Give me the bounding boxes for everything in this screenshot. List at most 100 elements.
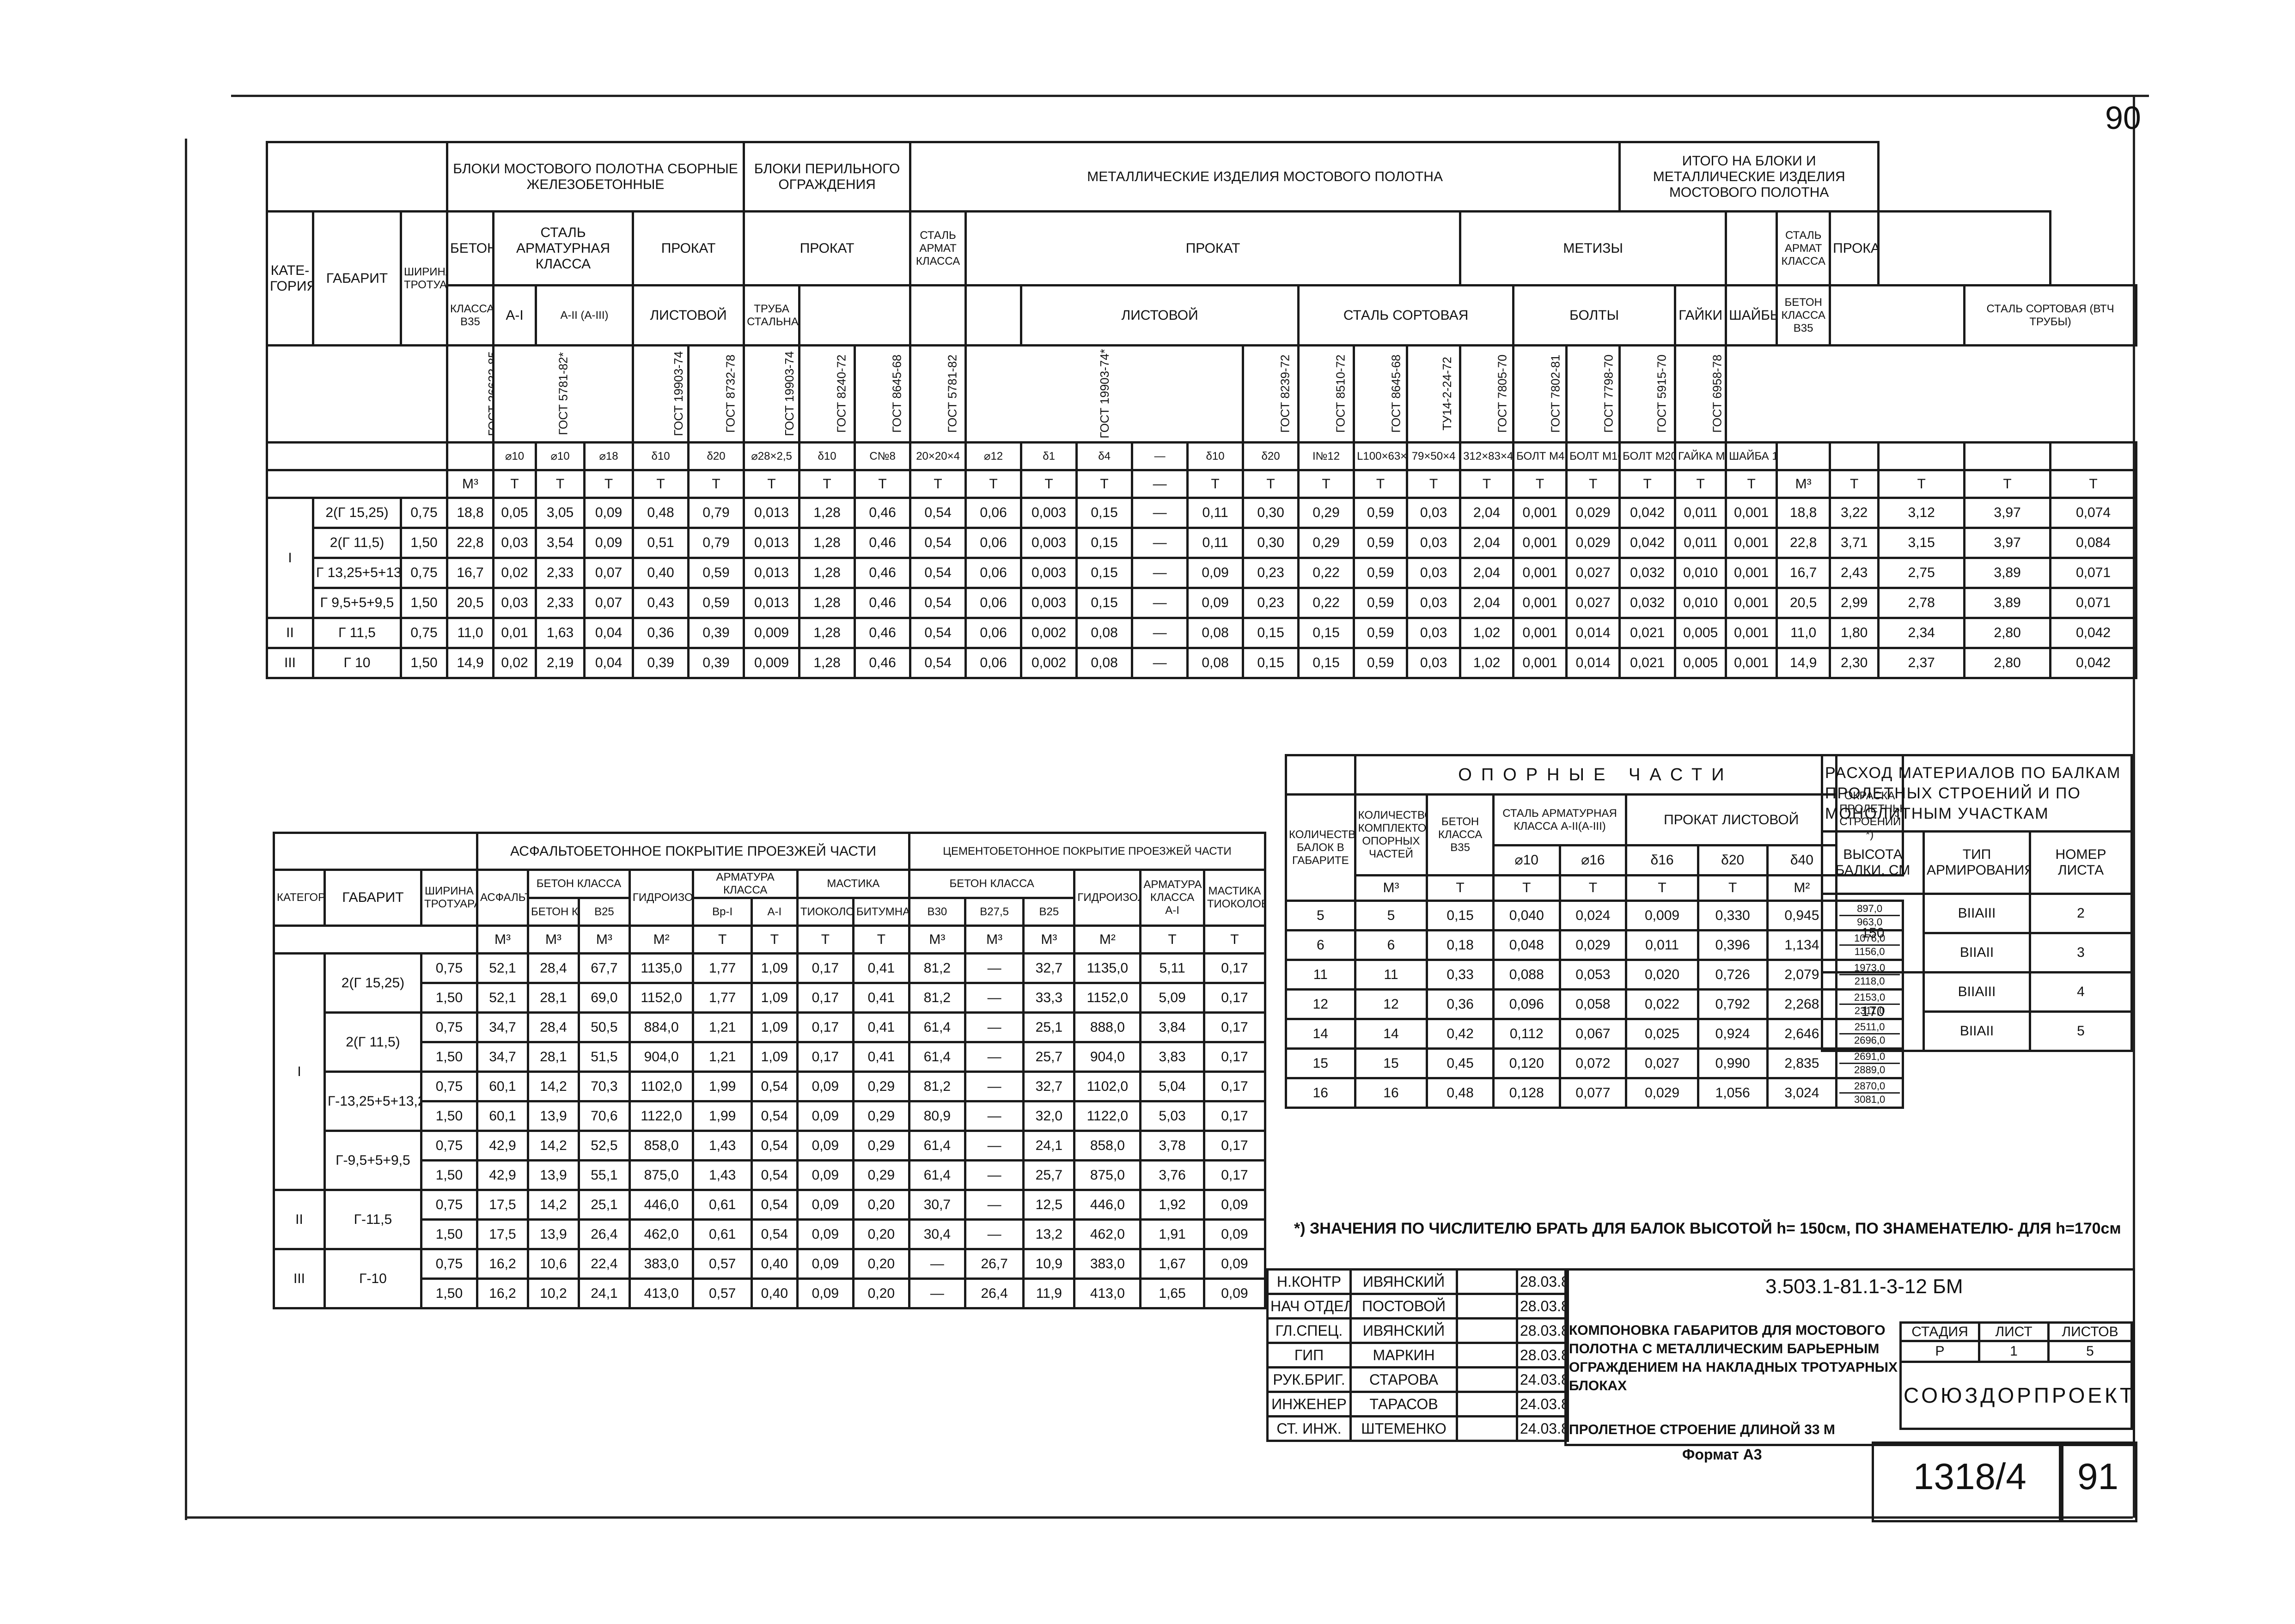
beams-cell: 5 — [1285, 900, 1356, 931]
signer-name: ПОСТОВОЙ — [1349, 1293, 1458, 1320]
value-cell: — — [964, 1100, 1025, 1132]
value-cell: 5,04 — [1139, 1071, 1205, 1102]
value-cell: 10,2 — [526, 1277, 580, 1309]
value-cell: 2,33 — [535, 587, 586, 619]
beams-cell: 16 — [1285, 1077, 1356, 1109]
signature — [1456, 1342, 1518, 1369]
signer-date: 24.03.88 — [1516, 1366, 1569, 1393]
width-cell: 0,75 — [420, 1071, 478, 1102]
value-cell: 17,5 — [476, 1218, 529, 1250]
value-cell: 0,06 — [964, 527, 1023, 559]
gabarit-cell: 2(Г 15,25) — [323, 952, 422, 1014]
value-cell: 14,9 — [1776, 647, 1831, 679]
value-cell: 0,072 — [1558, 1047, 1628, 1079]
value-cell: 0,05 — [492, 497, 537, 529]
size-cell: ⌀10 — [492, 441, 537, 471]
value-cell: 0,03 — [1406, 527, 1462, 559]
unit-cell: Т — [1558, 874, 1628, 902]
value-cell: 413,0 — [628, 1277, 695, 1309]
hdr-concrete-2: БЕТОН КЛАССА — [908, 869, 1076, 899]
size-cell: I№12 — [1297, 441, 1355, 471]
value-cell: 0,071 — [2049, 557, 2137, 589]
signer-name: ТАРАСОВ — [1349, 1391, 1458, 1417]
value-cell: 0,013 — [743, 587, 801, 619]
value-cell: 81,2 — [908, 952, 966, 984]
stamp-subtitle: ПРОЛЕТНОЕ СТРОЕНИЕ ДЛИНОЙ 33 М — [1569, 1422, 1835, 1437]
unit-cell: Т — [1829, 469, 1880, 499]
unit-cell: М³ — [1022, 925, 1076, 955]
value-cell: 0,001 — [1725, 557, 1778, 589]
value-cell: 0,29 — [852, 1130, 910, 1162]
value-cell: 0,011 — [1674, 527, 1727, 559]
inv-number: 1318/4 — [1913, 1456, 2026, 1497]
hdr-sub: ТИОКОЛОВАЯ — [796, 897, 855, 927]
value-cell: 0,54 — [750, 1071, 799, 1102]
sheet-cell: 3 — [2028, 932, 2133, 973]
value-cell: 0,59 — [1353, 647, 1409, 679]
value-cell: 904,0 — [628, 1041, 695, 1073]
value-cell: 0,54 — [750, 1189, 799, 1221]
hdr-total: ИТОГО НА БЛОКИ И МЕТАЛЛИЧЕСКИЕ ИЗДЕЛИЯ М… — [1618, 141, 1880, 213]
hdr-rebar: АРМАТУРА КЛАССА — [692, 869, 799, 899]
unit-blank — [273, 925, 478, 955]
size-cell: ⌀10 — [535, 441, 586, 471]
gabarit-cell: Г-10 — [323, 1248, 422, 1309]
value-cell: 0,17 — [796, 952, 855, 984]
value-cell: 1,77 — [692, 952, 753, 984]
value-cell: 904,0 — [1073, 1041, 1142, 1073]
value-cell: 0,001 — [1512, 497, 1568, 529]
value-cell: 0,09 — [796, 1071, 855, 1102]
value-cell: 0,17 — [1202, 1041, 1267, 1073]
value-cell: 0,03 — [1406, 587, 1462, 619]
hdr-sub: В25 — [1022, 897, 1076, 927]
value-cell: 60,1 — [476, 1071, 529, 1102]
gost-cell: ГОСТ 6958-78 — [1674, 344, 1727, 444]
hdr-rebar-2: АРМАТУРА КЛАССА А-I — [1139, 869, 1205, 927]
unit-cell: Т — [750, 925, 799, 955]
value-cell: 14,2 — [526, 1130, 580, 1162]
gost-text: ГОСТ 6958-78 — [1710, 354, 1724, 433]
hdr-asphalt-vol: АСФАЛЬТОБЕТОН — [476, 869, 529, 927]
value-cell: 0,08 — [1186, 617, 1245, 649]
value-cell: 0,30 — [1242, 497, 1300, 529]
value-cell: 13,2 — [1022, 1218, 1076, 1250]
value-cell: 0,17 — [796, 1041, 855, 1073]
gost-text: ТУ14-2-24-72 — [1440, 356, 1454, 431]
value-cell: 2,34 — [1877, 617, 1966, 649]
value-cell: 0,02 — [492, 647, 537, 679]
value-cell: 13,9 — [526, 1159, 580, 1191]
unit-cell: Т — [1242, 469, 1300, 499]
value-cell: 0,058 — [1558, 988, 1628, 1020]
value-cell: 50,5 — [577, 1011, 631, 1043]
unit-cell: М³ — [577, 925, 631, 955]
value-cell: 0,46 — [854, 497, 912, 529]
unit-cell: Т — [1618, 469, 1677, 499]
sheet-cell: 2 — [2028, 893, 2133, 934]
value-cell: 1,99 — [692, 1071, 753, 1102]
value-cell: 462,0 — [628, 1218, 695, 1250]
unit-cell: Т — [692, 925, 753, 955]
value-cell: — — [1131, 587, 1189, 619]
value-cell: 0,15 — [1426, 900, 1495, 931]
value-cell: 0,029 — [1565, 527, 1621, 559]
beam-title: РАСХОД МАТЕРИАЛОВ ПО БАЛКАМ ПРОЛЕТНЫХ СТ… — [1820, 754, 2133, 833]
value-cell: 0,15 — [1242, 617, 1300, 649]
value-cell: 0,46 — [854, 557, 912, 589]
unit-cell: Т — [2049, 469, 2137, 499]
width-cell: 0,75 — [420, 952, 478, 984]
value-cell: 25,1 — [1022, 1011, 1076, 1043]
signer-name: ИВЯНСКИЙ — [1349, 1317, 1458, 1344]
value-cell: 2,19 — [535, 647, 586, 679]
value-cell: 0,15 — [1075, 557, 1134, 589]
hdr-sub: А-I — [750, 897, 799, 927]
value-cell: 2,78 — [1877, 587, 1966, 619]
beams-cell: 14 — [1285, 1018, 1356, 1050]
